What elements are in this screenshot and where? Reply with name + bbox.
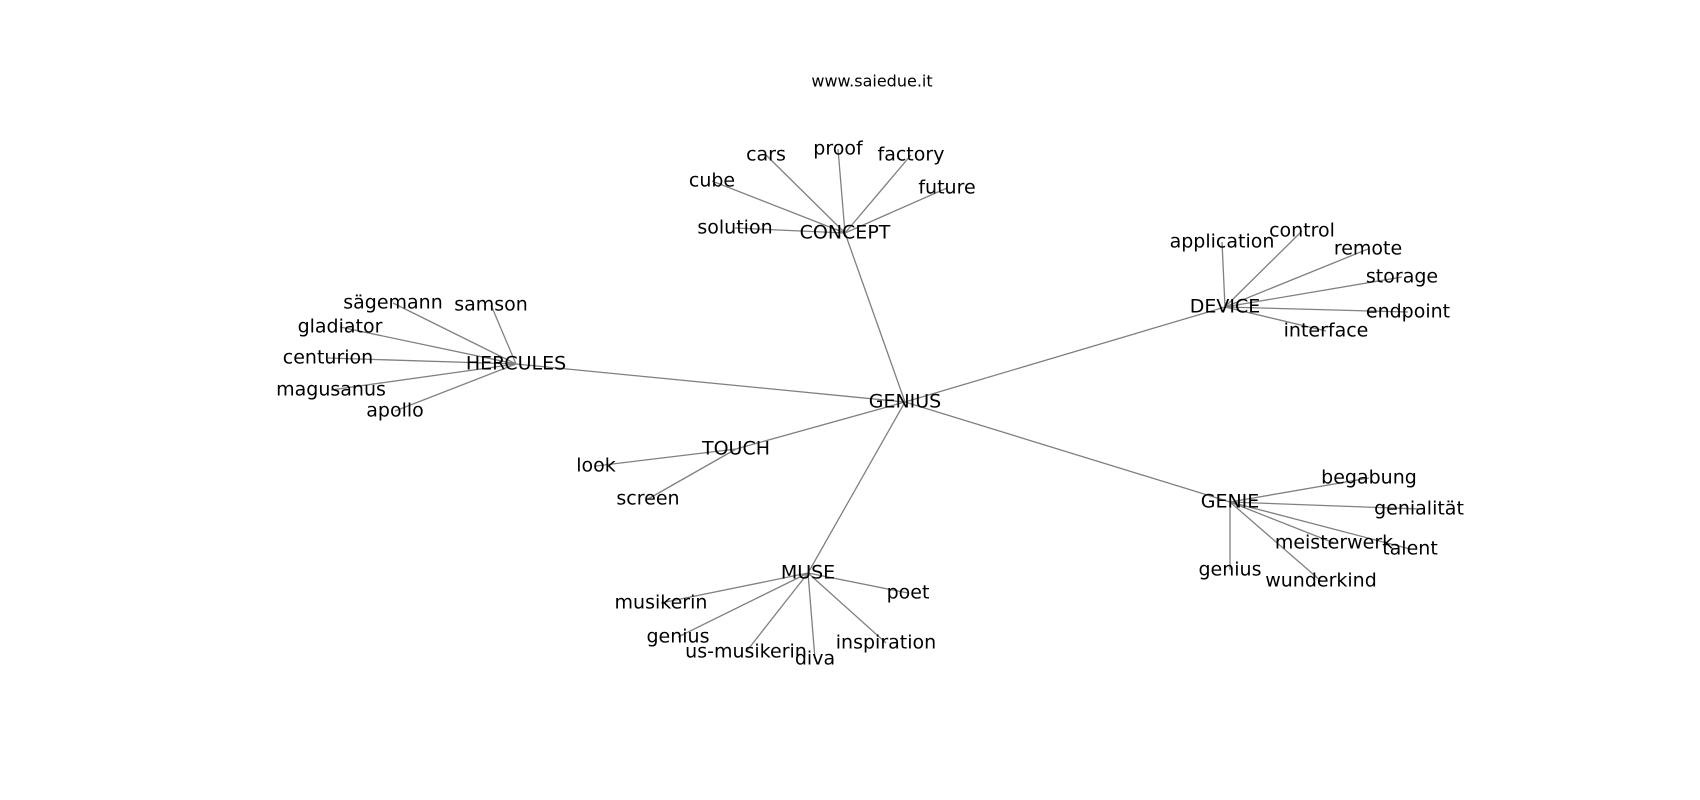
node-muse-diva: diva	[795, 648, 835, 670]
edge-genie-meisterwerk	[1229, 501, 1335, 544]
edge-hercules-magusanus	[330, 363, 517, 391]
edge-muse-diva	[807, 572, 816, 660]
edge-concept-solution	[734, 227, 846, 234]
node-device-interface: interface	[1284, 320, 1369, 342]
node-hercules-s-gemann: sägemann	[343, 292, 443, 314]
node-genius: GENIUS	[869, 391, 942, 413]
node-genie-genialit-t: genialität	[1374, 498, 1464, 520]
edge-genius-muse	[807, 401, 906, 574]
node-device-control: control	[1269, 220, 1335, 242]
node-muse: MUSE	[781, 562, 835, 584]
node-hercules: HERCULES	[466, 353, 566, 375]
node-muse-poet: poet	[887, 582, 930, 604]
edge-genie-talent	[1229, 501, 1411, 550]
edge-concept-cube	[711, 180, 846, 234]
edge-concept-future	[844, 187, 948, 234]
edge-concept-proof	[837, 148, 846, 234]
node-concept-solution: solution	[697, 217, 772, 239]
edge-genius-hercules	[515, 363, 906, 403]
node-concept-future: future	[918, 177, 975, 199]
node-concept-cube: cube	[689, 170, 735, 192]
node-genie-meisterwerk: meisterwerk	[1275, 532, 1393, 554]
node-concept-factory: factory	[878, 144, 945, 166]
node-muse-inspiration: inspiration	[836, 632, 936, 654]
node-device-storage: storage	[1366, 266, 1438, 288]
edge-device-interface	[1224, 306, 1327, 332]
node-genie-genius: genius	[1198, 559, 1261, 581]
node-muse-genius: genius	[646, 626, 709, 648]
graph-labels: GENIUS CONCEPT cars proof factory future cube s…	[276, 138, 1464, 670]
node-touch-screen: screen	[616, 488, 679, 510]
node-genie-talent: talent	[1382, 538, 1438, 560]
edge-genie-genialit-t	[1229, 501, 1420, 510]
edge-genius-concept	[844, 232, 906, 403]
node-concept: CONCEPT	[800, 222, 891, 244]
node-device-remote: remote	[1334, 238, 1402, 260]
edge-muse-musikerin	[660, 572, 809, 604]
edge-touch-screen	[647, 448, 737, 500]
edge-muse-inspiration	[807, 572, 887, 644]
edge-genius-touch	[735, 401, 906, 450]
node-muse-us-musikerin: us-musikerin	[685, 641, 807, 663]
edge-hercules-samson	[490, 304, 517, 365]
edge-device-storage	[1224, 276, 1403, 308]
graph-edges	[327, 148, 1420, 660]
node-muse-musikerin: musikerin	[615, 592, 708, 614]
site-url-label: www.saiedue.it	[811, 72, 932, 91]
edge-genius-device	[904, 306, 1226, 403]
edge-touch-look	[595, 448, 737, 467]
edge-hercules-gladiator	[339, 326, 517, 365]
edge-genie-begabung	[1229, 477, 1370, 503]
edge-concept-cars	[765, 154, 846, 234]
node-hercules-apollo: apollo	[366, 400, 424, 422]
node-touch: TOUCH	[701, 438, 770, 460]
node-hercules-centurion: centurion	[283, 347, 373, 369]
edge-device-control	[1224, 230, 1303, 308]
edge-device-application	[1221, 241, 1226, 308]
edge-hercules-apollo	[394, 363, 517, 412]
node-device: DEVICE	[1190, 296, 1261, 318]
edge-muse-poet	[807, 572, 909, 594]
node-hercules-samson: samson	[454, 294, 528, 316]
node-touch-look: look	[576, 455, 616, 477]
node-hercules-gladiator: gladiator	[298, 316, 383, 338]
edge-concept-factory	[844, 154, 912, 234]
node-concept-proof: proof	[813, 138, 864, 160]
edge-genius-genie	[904, 401, 1231, 503]
edge-hercules-s-gemann	[392, 302, 517, 365]
edge-hercules-centurion	[327, 357, 517, 365]
edge-device-endpoint	[1224, 306, 1409, 313]
node-hercules-magusanus: magusanus	[276, 379, 386, 401]
edge-muse-us-musikerin	[745, 572, 809, 653]
edge-genie-wunderkind	[1229, 501, 1322, 582]
edge-device-remote	[1224, 248, 1369, 308]
node-device-application: application	[1170, 231, 1275, 253]
node-device-endpoint: endpoint	[1366, 301, 1450, 323]
edge-muse-genius	[677, 572, 809, 638]
node-concept-cars: cars	[746, 144, 786, 166]
node-genie-begabung: begabung	[1321, 467, 1417, 489]
node-genie: GENIE	[1201, 491, 1260, 513]
node-genie-wunderkind: wunderkind	[1265, 570, 1377, 592]
